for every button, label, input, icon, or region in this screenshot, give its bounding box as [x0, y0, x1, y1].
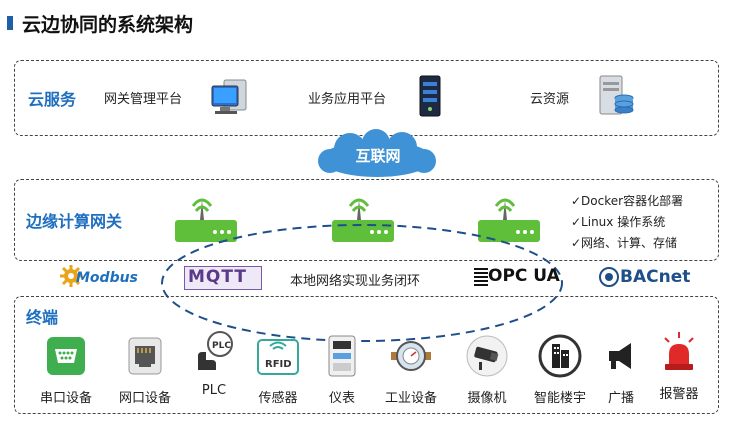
- modbus-logo-icon: [60, 265, 82, 287]
- camera-icon: [466, 335, 508, 377]
- terminal-item: 广播: [588, 334, 654, 406]
- terminal-item: 摄像机: [454, 334, 520, 406]
- terminal-item-label: 串口设备: [39, 391, 92, 406]
- internet-cloud-icon: [318, 129, 436, 177]
- meter-icon: [328, 335, 356, 377]
- svg-text:PLC: PLC: [212, 341, 231, 351]
- terminal-item-label: PLC: [201, 383, 227, 398]
- router-icon: [332, 198, 394, 242]
- title-marker: [7, 16, 13, 30]
- terminal-item: RFID 传感器: [245, 334, 311, 406]
- feature-network: ✓网络、计算、存储: [571, 236, 678, 250]
- serial-port-icon: [47, 337, 85, 375]
- bacnet-logo-icon: [599, 267, 619, 287]
- cloud-resource-label: 云资源: [530, 92, 570, 107]
- terminal-label: 终端: [26, 308, 59, 327]
- terminal-item-label: 广播: [607, 391, 634, 406]
- business-app-label: 业务应用平台: [308, 92, 387, 107]
- terminal-item: 串口设备: [33, 334, 99, 406]
- plc-touch-icon: PLC: [198, 331, 233, 370]
- building-icon: [538, 334, 582, 378]
- gateway-mgmt-label: 网关管理平台: [104, 92, 183, 107]
- cloud-services-label: 云服务: [28, 90, 77, 109]
- water-meter-icon: [391, 341, 431, 371]
- svg-text:RFID: RFID: [265, 359, 292, 370]
- terminal-item-label: 仪表: [328, 391, 355, 406]
- terminal-box: [14, 296, 719, 414]
- rfid-sensor-icon: RFID: [257, 339, 299, 375]
- terminal-item: 网口设备: [112, 334, 178, 406]
- terminal-item-label: 传感器: [258, 391, 298, 406]
- database-icon: [599, 75, 634, 115]
- alarm-light-icon: [664, 332, 694, 370]
- terminal-item-label: 智能楼宇: [533, 391, 586, 406]
- modbus-label: Modbus: [76, 270, 138, 286]
- router-icon: [175, 198, 237, 242]
- server-icon: [419, 75, 441, 117]
- terminal-item: 智能楼宇: [527, 334, 593, 406]
- edge-gateway-box: [14, 179, 719, 261]
- computer-icon: [211, 79, 247, 114]
- ethernet-port-icon: [128, 337, 162, 375]
- internet-label: 互联网: [355, 147, 401, 165]
- opcua-logo-icon: [474, 268, 488, 286]
- page-title: 云边协同的系统架构: [22, 14, 194, 36]
- terminal-item: 工业设备: [378, 334, 444, 406]
- terminal-item-label: 网口设备: [118, 391, 171, 406]
- terminal-item: 报警器: [646, 330, 712, 402]
- terminal-item-label: 报警器: [659, 387, 699, 402]
- terminal-item: PLC PLC: [181, 330, 247, 398]
- mqtt-label: MQTT: [188, 267, 247, 287]
- terminal-item-label: 工业设备: [384, 391, 437, 406]
- opcua-label: OPC UA: [488, 266, 560, 286]
- feature-docker: ✓Docker容器化部署: [571, 194, 684, 208]
- local-loop-label: 本地网络实现业务闭环: [290, 274, 421, 289]
- mqtt-logo-icon: [184, 266, 262, 290]
- feature-linux: ✓Linux 操作系统: [571, 215, 666, 229]
- terminal-item: 仪表: [309, 334, 375, 406]
- router-icon: [478, 198, 540, 242]
- megaphone-icon: [609, 343, 631, 369]
- edge-gateway-label: 边缘计算网关: [26, 212, 123, 231]
- bacnet-label: BACnet: [620, 267, 691, 287]
- terminal-item-label: 摄像机: [467, 391, 507, 406]
